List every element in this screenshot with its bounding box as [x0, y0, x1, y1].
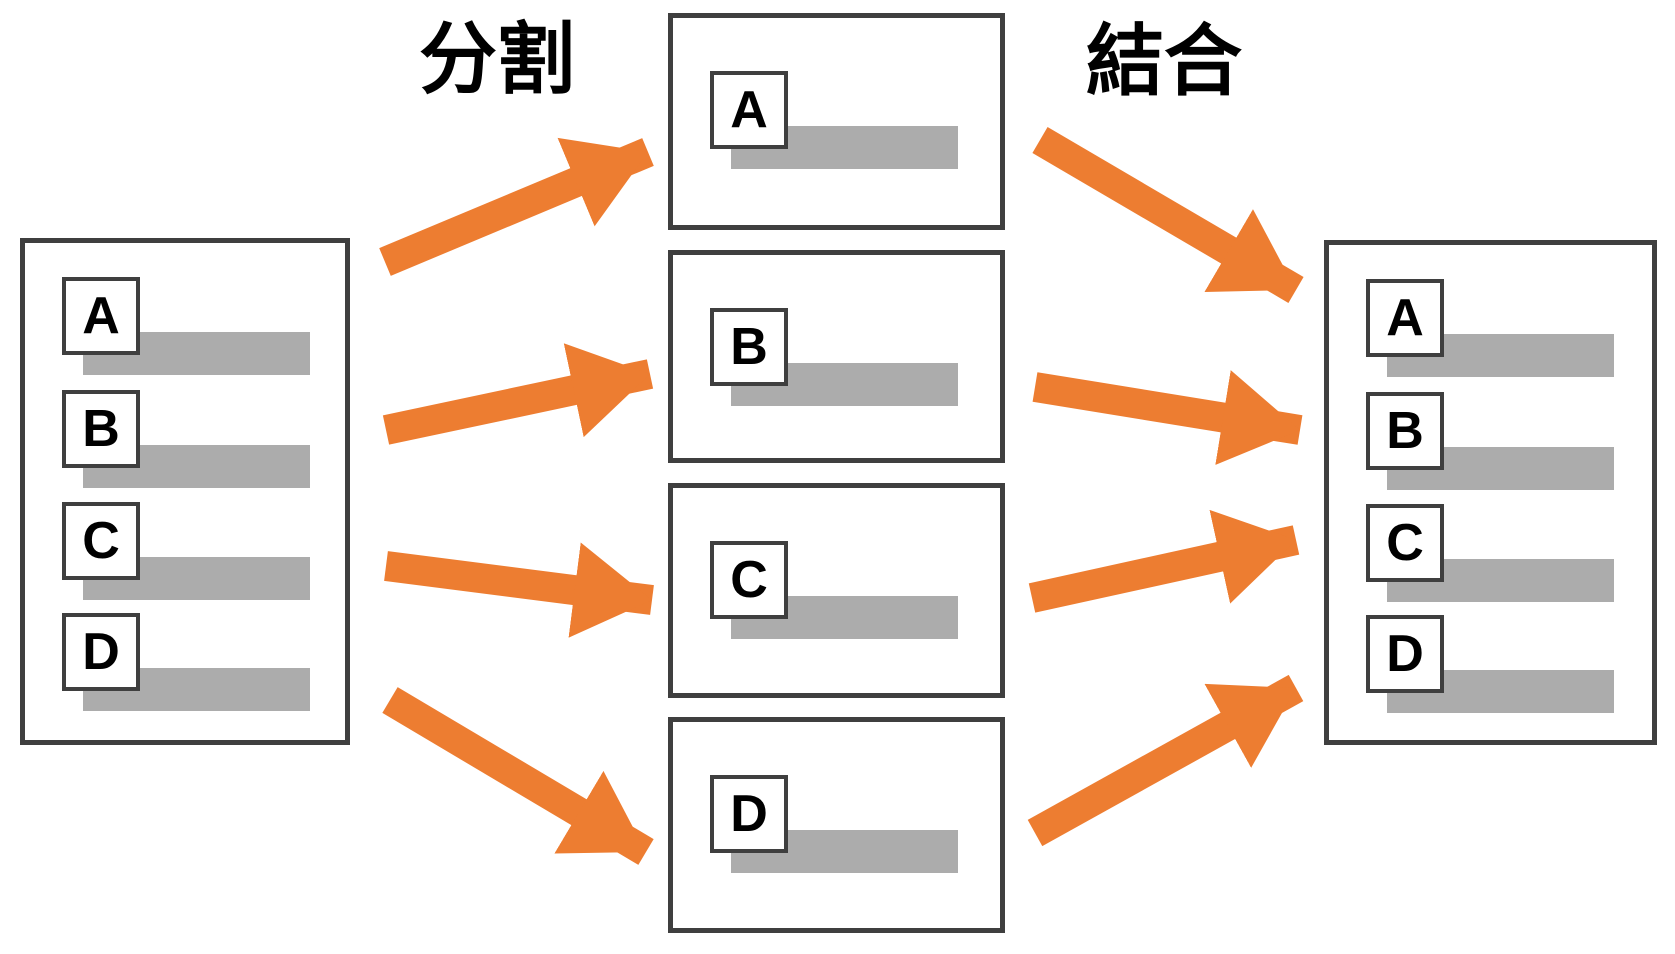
split-section-label: 分割 [418, 15, 576, 103]
merge-section-label: 結合 [1085, 17, 1243, 105]
split-box-d: D [668, 717, 1005, 933]
letter-tile: A [62, 277, 140, 355]
letter-label: D [82, 623, 120, 681]
letter-tile: C [710, 541, 788, 619]
letter-tile: D [1366, 615, 1444, 693]
letter-label: A [82, 287, 120, 345]
letter-label: D [1386, 625, 1424, 683]
letter-label: C [1386, 514, 1424, 572]
merge-arrow-b [1032, 370, 1303, 465]
letter-label: A [1386, 289, 1424, 347]
letter-tile: C [62, 502, 140, 580]
letter-tile: C [1366, 504, 1444, 582]
letter-tile: A [710, 71, 788, 149]
source-box: A B C D [20, 238, 350, 745]
letter-label: B [1386, 402, 1424, 460]
letter-tile: D [62, 613, 140, 691]
letter-label: B [82, 400, 120, 458]
merge-arrow-d [1027, 674, 1304, 847]
letter-tile: B [1366, 392, 1444, 470]
letter-label: C [730, 551, 768, 609]
split-arrow-b [382, 343, 654, 445]
letter-label: C [82, 512, 120, 570]
split-box-b: B [668, 250, 1005, 463]
merge-arrow-c [1028, 509, 1300, 613]
split-arrow-c [384, 542, 654, 638]
merged-box: A B C D [1324, 240, 1657, 745]
letter-label: A [730, 81, 768, 139]
split-box-a: A [668, 13, 1005, 230]
merge-arrow-a [1032, 127, 1304, 303]
letter-tile: B [710, 308, 788, 386]
letter-tile: B [62, 390, 140, 468]
letter-tile: D [710, 775, 788, 853]
letter-tile: A [1366, 279, 1444, 357]
split-box-c: C [668, 483, 1005, 698]
split-arrow-d [382, 687, 654, 865]
letter-label: B [730, 318, 768, 376]
split-arrow-a [379, 137, 654, 276]
letter-label: D [730, 785, 768, 843]
